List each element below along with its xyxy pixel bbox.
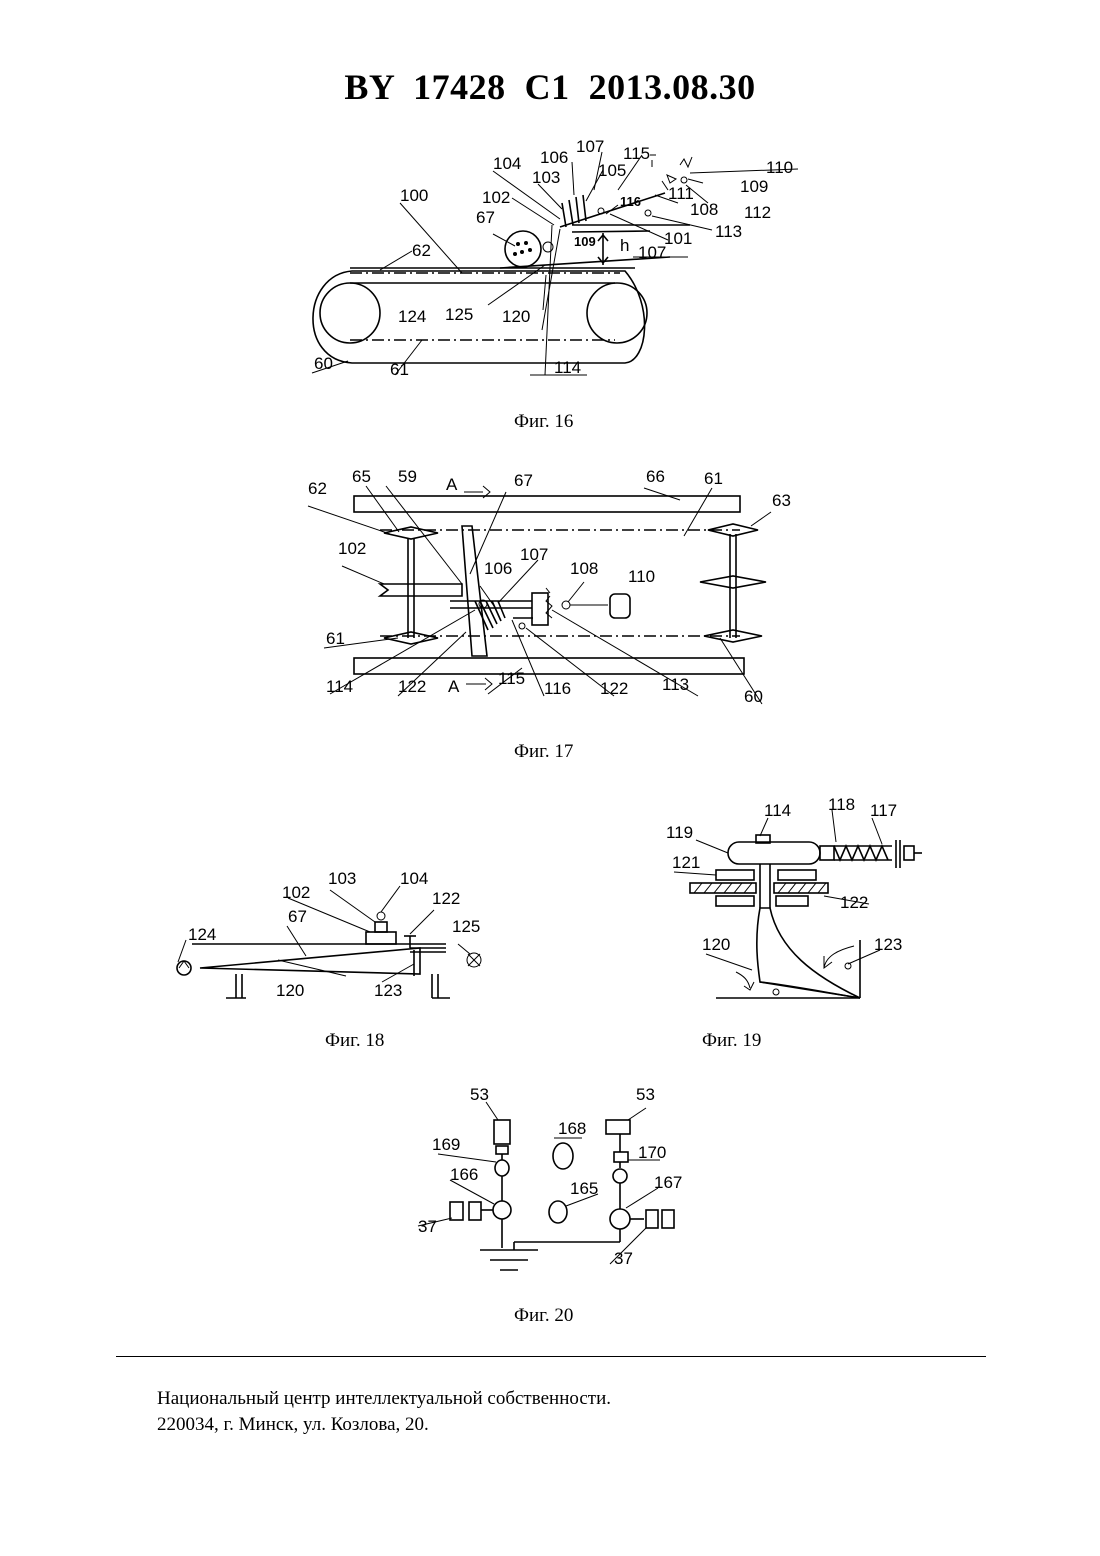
fig20-label-168: 168: [558, 1119, 586, 1138]
footer-divider: [116, 1356, 986, 1357]
fig16-label-125: 125: [445, 305, 473, 324]
figure-16-drawing: 100 62 67 102 104 103 106 107 105 115 11…: [290, 135, 810, 385]
figure-19-caption: Фиг. 19: [702, 1030, 761, 1052]
fig16-label-60: 60: [314, 354, 333, 373]
fig19-label-118: 118: [828, 795, 855, 814]
fig16-label-103: 103: [532, 168, 560, 187]
fig17-label-113: 113: [662, 675, 689, 694]
fig17-label-61b: 61: [326, 629, 345, 648]
fig19-label-123: 123: [874, 935, 902, 954]
fig16-label-100: 100: [400, 186, 428, 205]
fig17-label-66: 66: [646, 467, 665, 486]
fig16-label-106: 106: [540, 148, 568, 167]
fig19-label-120: 120: [702, 935, 730, 954]
fig16-label-110: 110: [766, 158, 793, 177]
figure-18-drawing: 102 103 104 67 122 124 125 120 123: [170, 864, 500, 1014]
fig17-label-106: 106: [484, 559, 512, 578]
figure-20: 53 53 169 168 170 166 165 167 37 37: [414, 1078, 704, 1290]
fig20-label-37-left: 37: [418, 1217, 437, 1236]
fig16-label-62: 62: [412, 241, 431, 260]
fig20-label-53-left: 53: [470, 1085, 489, 1104]
figure-18-caption: Фиг. 18: [325, 1030, 384, 1052]
fig17-label-110: 110: [628, 567, 655, 586]
fig16-label-109b: 109: [574, 234, 596, 249]
fig16-label-116: 116: [620, 194, 641, 209]
fig17-label-62: 62: [308, 479, 327, 498]
fig17-label-116: 116: [544, 679, 571, 698]
fig19-label-122: 122: [840, 893, 868, 912]
fig19-label-117: 117: [870, 801, 897, 820]
footer-line-organization: Национальный центр интеллектуальной собс…: [157, 1386, 611, 1412]
figure-17-caption: Фиг. 17: [514, 741, 573, 763]
fig18-label-104: 104: [400, 869, 428, 888]
fig19-label-121: 121: [672, 853, 700, 872]
figure-17-drawing: 62 65 59 67 66 61 63 102 106 107 108 110…: [300, 458, 820, 710]
fig17-label-59: 59: [398, 467, 417, 486]
figure-16: 100 62 67 102 104 103 106 107 105 115 11…: [290, 135, 810, 385]
fig18-label-102: 102: [282, 883, 310, 902]
fig16-label-104: 104: [493, 154, 521, 173]
fig16-label-120: 120: [502, 307, 530, 326]
fig19-label-114: 114: [764, 801, 791, 820]
fig18-label-122: 122: [432, 889, 460, 908]
fig17-label-122b: 122: [600, 679, 628, 698]
fig16-label-124: 124: [398, 307, 426, 326]
fig17-label-60: 60: [744, 687, 763, 706]
figure-17: 62 65 59 67 66 61 63 102 106 107 108 110…: [300, 458, 820, 710]
fig16-label-115: 115: [623, 144, 650, 163]
fig18-label-103: 103: [328, 869, 356, 888]
fig17-label-114: 114: [326, 677, 353, 696]
fig17-label-107: 107: [520, 545, 548, 564]
fig16-label-107b: 107: [638, 243, 666, 262]
fig16-h-mark: h: [620, 236, 629, 255]
fig16-label-67: 67: [476, 208, 495, 227]
fig20-label-37-right: 37: [614, 1249, 633, 1268]
fig19-label-119: 119: [666, 823, 693, 842]
fig20-label-170: 170: [638, 1143, 666, 1162]
fig20-label-169: 169: [432, 1135, 460, 1154]
figure-19: 114 118 117 119 121 122 120 123: [664, 790, 934, 1010]
footer-line-address: 220034, г. Минск, ул. Козлова, 20.: [157, 1412, 611, 1438]
fig20-label-166: 166: [450, 1165, 478, 1184]
figure-20-drawing: 53 53 169 168 170 166 165 167 37 37: [414, 1078, 704, 1290]
fig17-section-mark-bottom: A: [448, 677, 460, 696]
fig20-label-53-right: 53: [636, 1085, 655, 1104]
fig16-label-107: 107: [576, 137, 604, 156]
fig16-label-109: 109: [740, 177, 768, 196]
fig18-label-123: 123: [374, 981, 402, 1000]
fig17-label-61: 61: [704, 469, 723, 488]
figure-16-caption: Фиг. 16: [514, 411, 573, 433]
fig20-label-167: 167: [654, 1173, 682, 1192]
fig16-label-105: 105: [598, 161, 626, 180]
fig17-label-102: 102: [338, 539, 366, 558]
fig16-label-101: 101: [664, 229, 692, 248]
fig20-label-165: 165: [570, 1179, 598, 1198]
fig16-label-61: 61: [390, 360, 409, 379]
fig17-label-67: 67: [514, 471, 533, 490]
fig18-label-124: 124: [188, 925, 216, 944]
fig17-label-63: 63: [772, 491, 791, 510]
figure-19-drawing: 114 118 117 119 121 122 120 123: [664, 790, 934, 1010]
fig18-label-120: 120: [276, 981, 304, 1000]
fig17-label-108: 108: [570, 559, 598, 578]
fig18-label-125: 125: [452, 917, 480, 936]
figure-20-caption: Фиг. 20: [514, 1305, 573, 1327]
fig17-label-65: 65: [352, 467, 371, 486]
figure-18: 102 103 104 67 122 124 125 120 123: [170, 864, 500, 1014]
fig16-label-113: 113: [715, 222, 742, 241]
fig17-label-115: 115: [498, 669, 525, 688]
fig16-label-112: 112: [744, 203, 771, 222]
fig18-label-67: 67: [288, 907, 307, 926]
fig17-section-mark-top: A: [446, 475, 458, 494]
fig17-label-122: 122: [398, 677, 426, 696]
fig16-label-102: 102: [482, 188, 510, 207]
fig16-label-108: 108: [690, 200, 718, 219]
footer: Национальный центр интеллектуальной собс…: [157, 1386, 611, 1438]
fig16-label-114: 114: [554, 358, 581, 377]
patent-number: BY 17428 C1 2013.08.30: [0, 66, 1100, 108]
